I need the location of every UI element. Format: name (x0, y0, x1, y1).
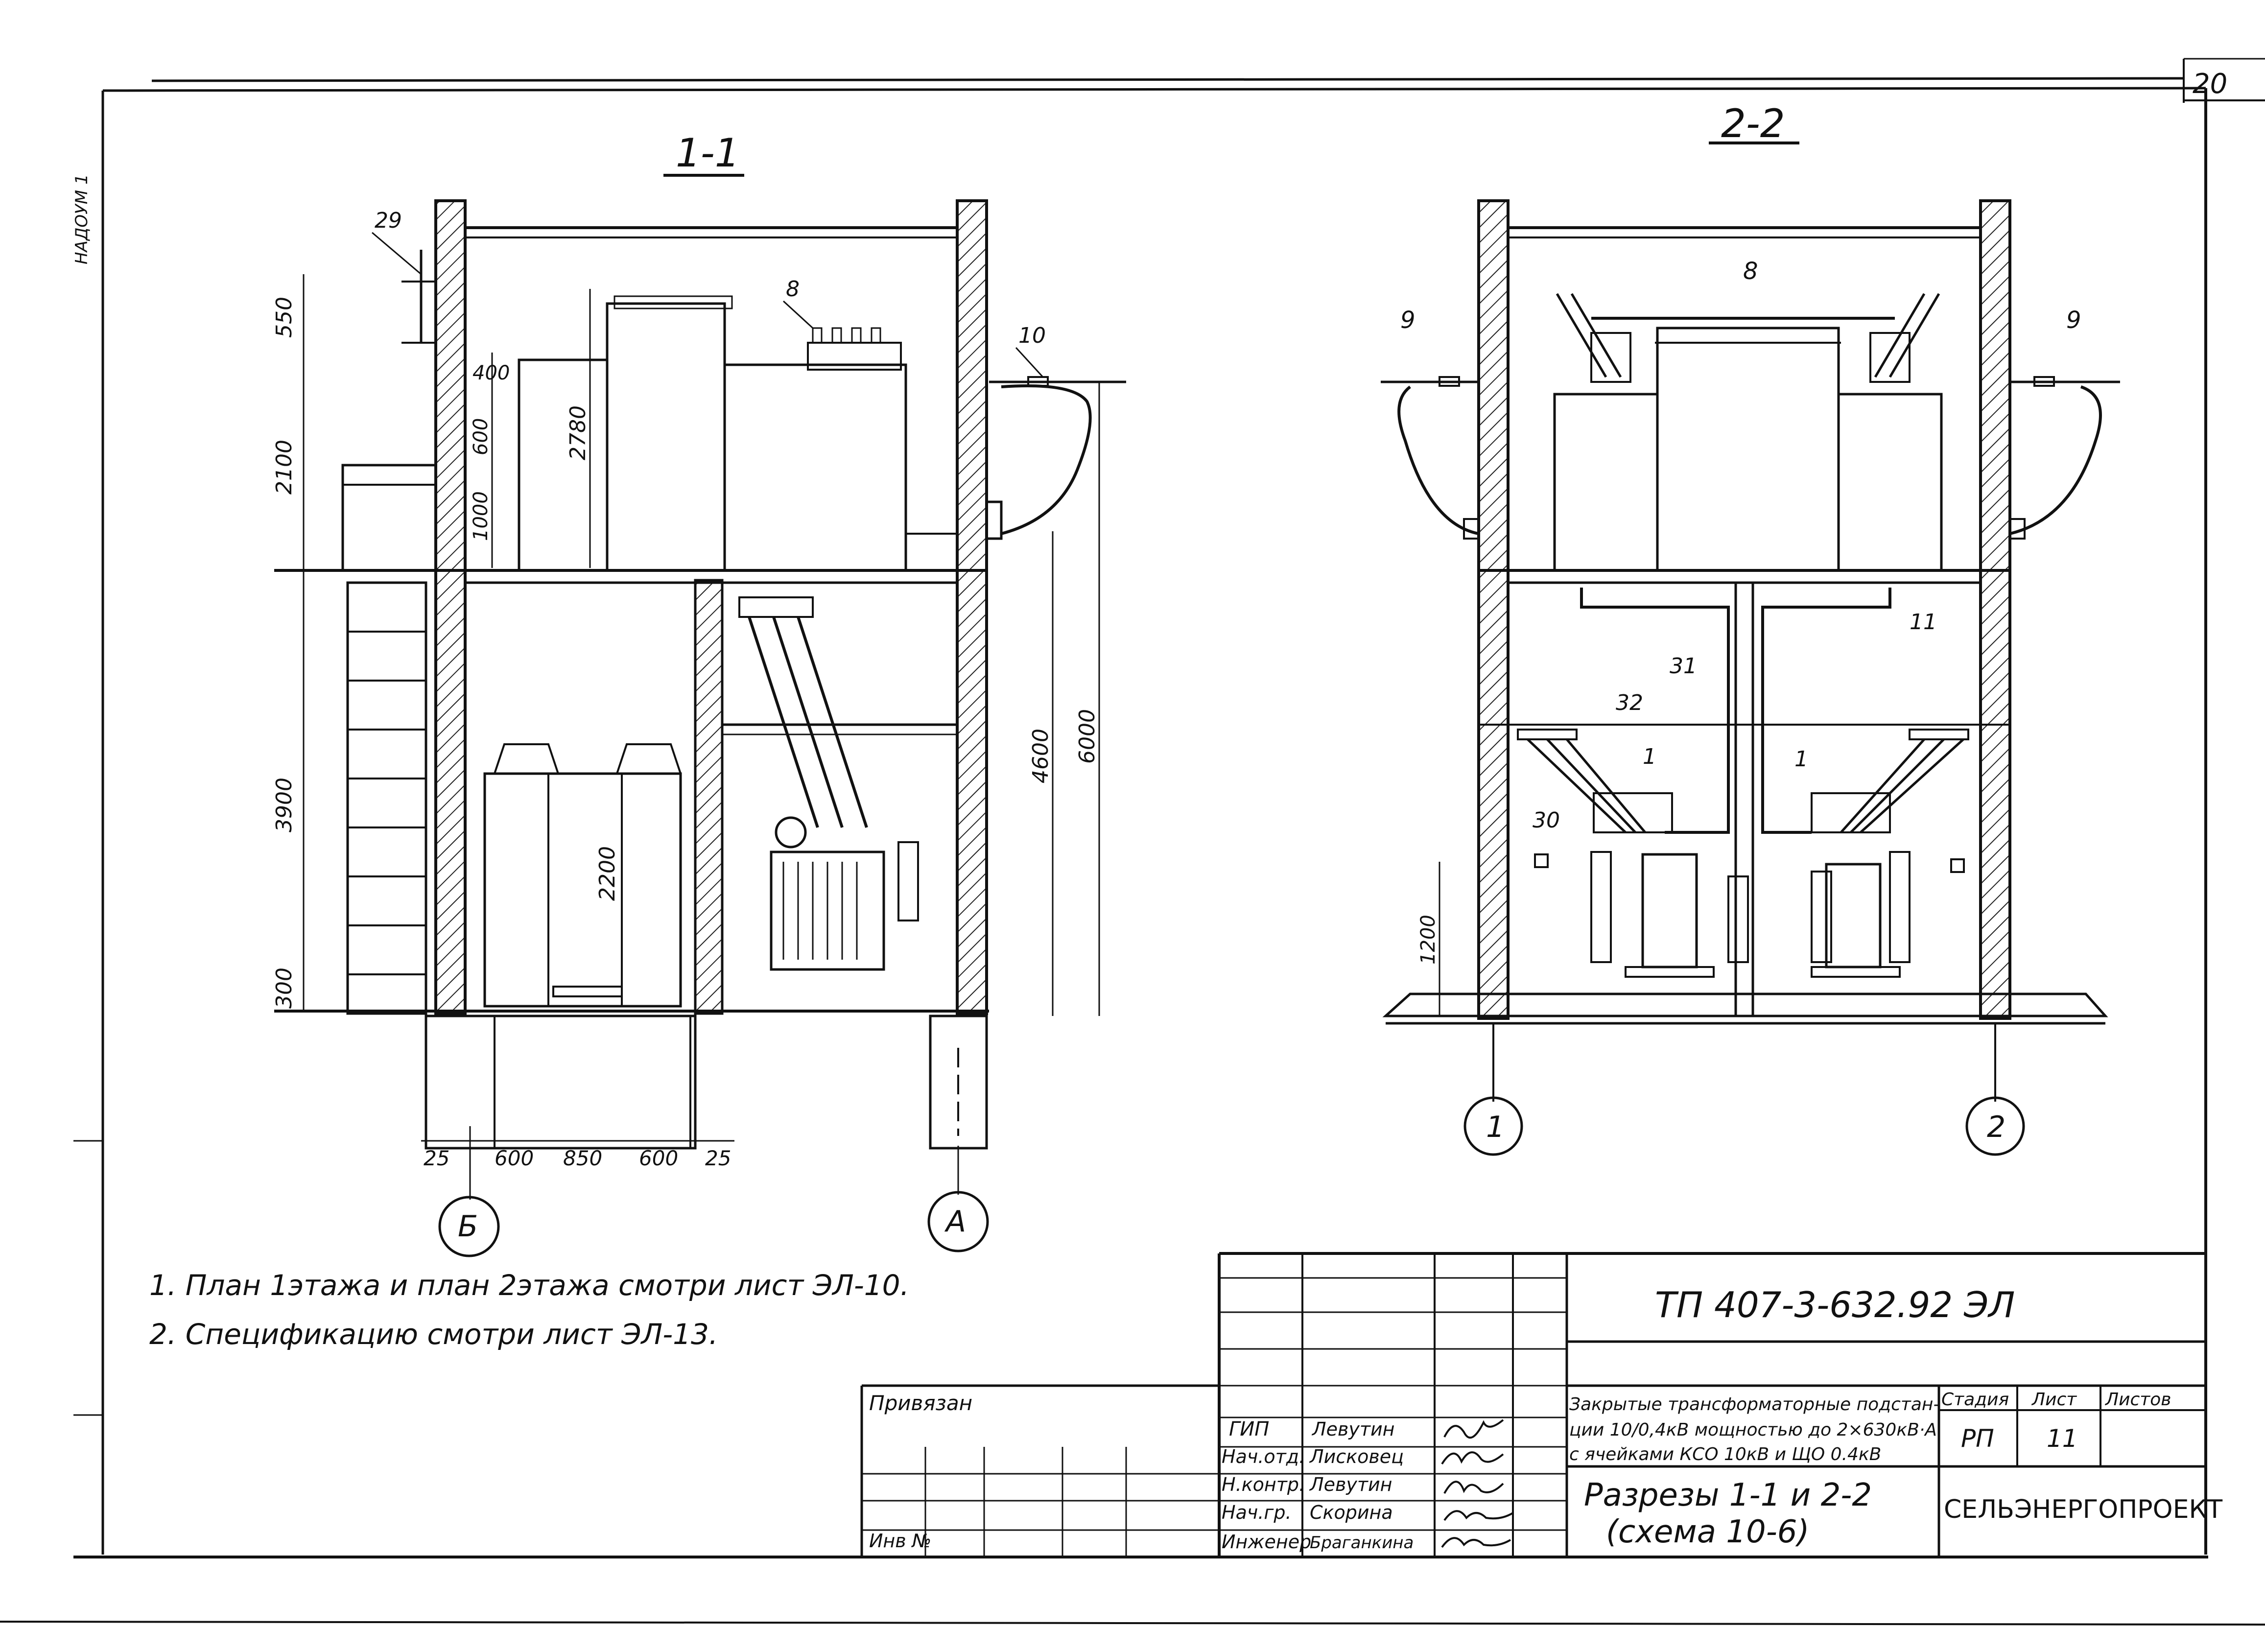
name-nach-gr: Скорина (1310, 1502, 1393, 1523)
callout-10: 10 (1018, 323, 1046, 348)
dim-2200: 2200 (595, 846, 620, 901)
name-gip: Левутин (1311, 1418, 1395, 1440)
callout-9-left: 9 (1400, 307, 1416, 334)
stage-value: РП (1961, 1424, 1994, 1453)
col-header-stage: Стадия (1941, 1390, 2009, 1410)
dim-4600: 4600 (1028, 729, 1053, 783)
col-header-sheet: Лист (2031, 1390, 2077, 1410)
side-note: НАДОУМ 1 (72, 174, 92, 264)
callout-30: 30 (1533, 808, 1560, 833)
dim-1200: 1200 (1417, 915, 1439, 965)
col-header-sheets: Листов (2104, 1390, 2171, 1410)
callout-11: 11 (1910, 610, 1937, 635)
project-desc-line-1: Закрытые трансформаторные подстан- (1569, 1394, 1939, 1415)
bdim-850: 850 (563, 1146, 602, 1170)
sheet-value: 11 (2047, 1424, 2078, 1453)
section-1-1: 1-1 (272, 130, 1126, 1257)
callout-9-right: 9 (2066, 307, 2081, 334)
note-2: 2. Спецификацию смотри лист ЭЛ-13. (149, 1318, 718, 1351)
section-1-1-title: 1-1 (676, 130, 740, 176)
bdim-600-right: 600 (639, 1146, 678, 1170)
section-2-2: 2-2 (1381, 101, 2120, 1156)
dim-300: 300 (272, 968, 297, 1009)
title-block (860, 1252, 2206, 1557)
sheet-title-line-2: (схема 10-6) (1606, 1514, 1809, 1550)
callout-1-left: 1 (1643, 744, 1656, 769)
inv-no-label: Инв № (869, 1530, 931, 1552)
role-n-kontr: Н.контр. (1222, 1474, 1305, 1495)
axis-1: 1 (1486, 1110, 1505, 1144)
sheet-title-line-1: Разрезы 1-1 и 2-2 (1584, 1477, 1872, 1513)
callout-29: 29 (375, 208, 402, 233)
note-1: 1. План 1этажа и план 2этажа смотри лист… (149, 1269, 909, 1302)
dim-6000: 6000 (1075, 709, 1100, 764)
doc-code: ТП 407-3-632.92 ЭЛ (1655, 1284, 2015, 1325)
callout-32: 32 (1616, 690, 1643, 715)
dim-3900: 3900 (272, 778, 297, 832)
project-desc-line-2: ции 10/0,4кВ мощностью до 2×630кВ·А (1569, 1420, 1937, 1440)
privyazan-label: Привязан (869, 1391, 972, 1415)
role-nach-otd: Нач.отд. (1222, 1446, 1305, 1467)
callout-1-right: 1 (1794, 747, 1808, 772)
wall-2-left (1477, 199, 1510, 1020)
role-inzhener: Инженер (1222, 1531, 1311, 1553)
project-desc-line-3: с ячейками КСО 10кВ и ЩО 0.4кВ (1569, 1444, 1881, 1464)
dim-400: 400 (472, 362, 510, 384)
wall-right (956, 199, 988, 1015)
callout-8: 8 (1743, 258, 1758, 285)
callout-8-upper: 8 (786, 277, 800, 302)
name-inzhener: Браганкина (1310, 1533, 1414, 1553)
bdim-25-right: 25 (705, 1146, 731, 1170)
axis-b: Б (458, 1209, 478, 1244)
notes: 1. План 1этажа и план 2этажа смотри лист… (149, 1269, 909, 1351)
inner-wall (694, 579, 724, 1015)
name-nach-otd: Лисковец (1309, 1446, 1404, 1467)
name-n-kontr: Левутин (1309, 1474, 1392, 1495)
bdim-25-left: 25 (424, 1146, 449, 1170)
section-2-2-title: 2-2 (1721, 101, 1785, 146)
dim-2100: 2100 (272, 440, 297, 495)
org-name: СЕЛЬЭНЕРГОПРОЕКТ (1944, 1495, 2222, 1524)
signatures (1441, 1419, 1514, 1548)
dim-2780: 2780 (566, 405, 590, 460)
dim-600: 600 (470, 418, 492, 455)
sheet-number: 20 (2193, 68, 2227, 100)
dim-1000: 1000 (470, 491, 492, 541)
sheet-frame (0, 58, 2265, 1626)
axis-2: 2 (1987, 1110, 2005, 1144)
dim-550: 550 (272, 297, 297, 338)
role-nach-gr: Нач.гр. (1222, 1502, 1292, 1523)
callout-31: 31 (1670, 654, 1697, 679)
role-gip: ГИП (1229, 1418, 1269, 1440)
bdim-600-left: 600 (495, 1146, 534, 1170)
wall-2-right (1979, 199, 2011, 1020)
axis-a: А (944, 1204, 966, 1239)
wall-left (434, 199, 467, 1015)
